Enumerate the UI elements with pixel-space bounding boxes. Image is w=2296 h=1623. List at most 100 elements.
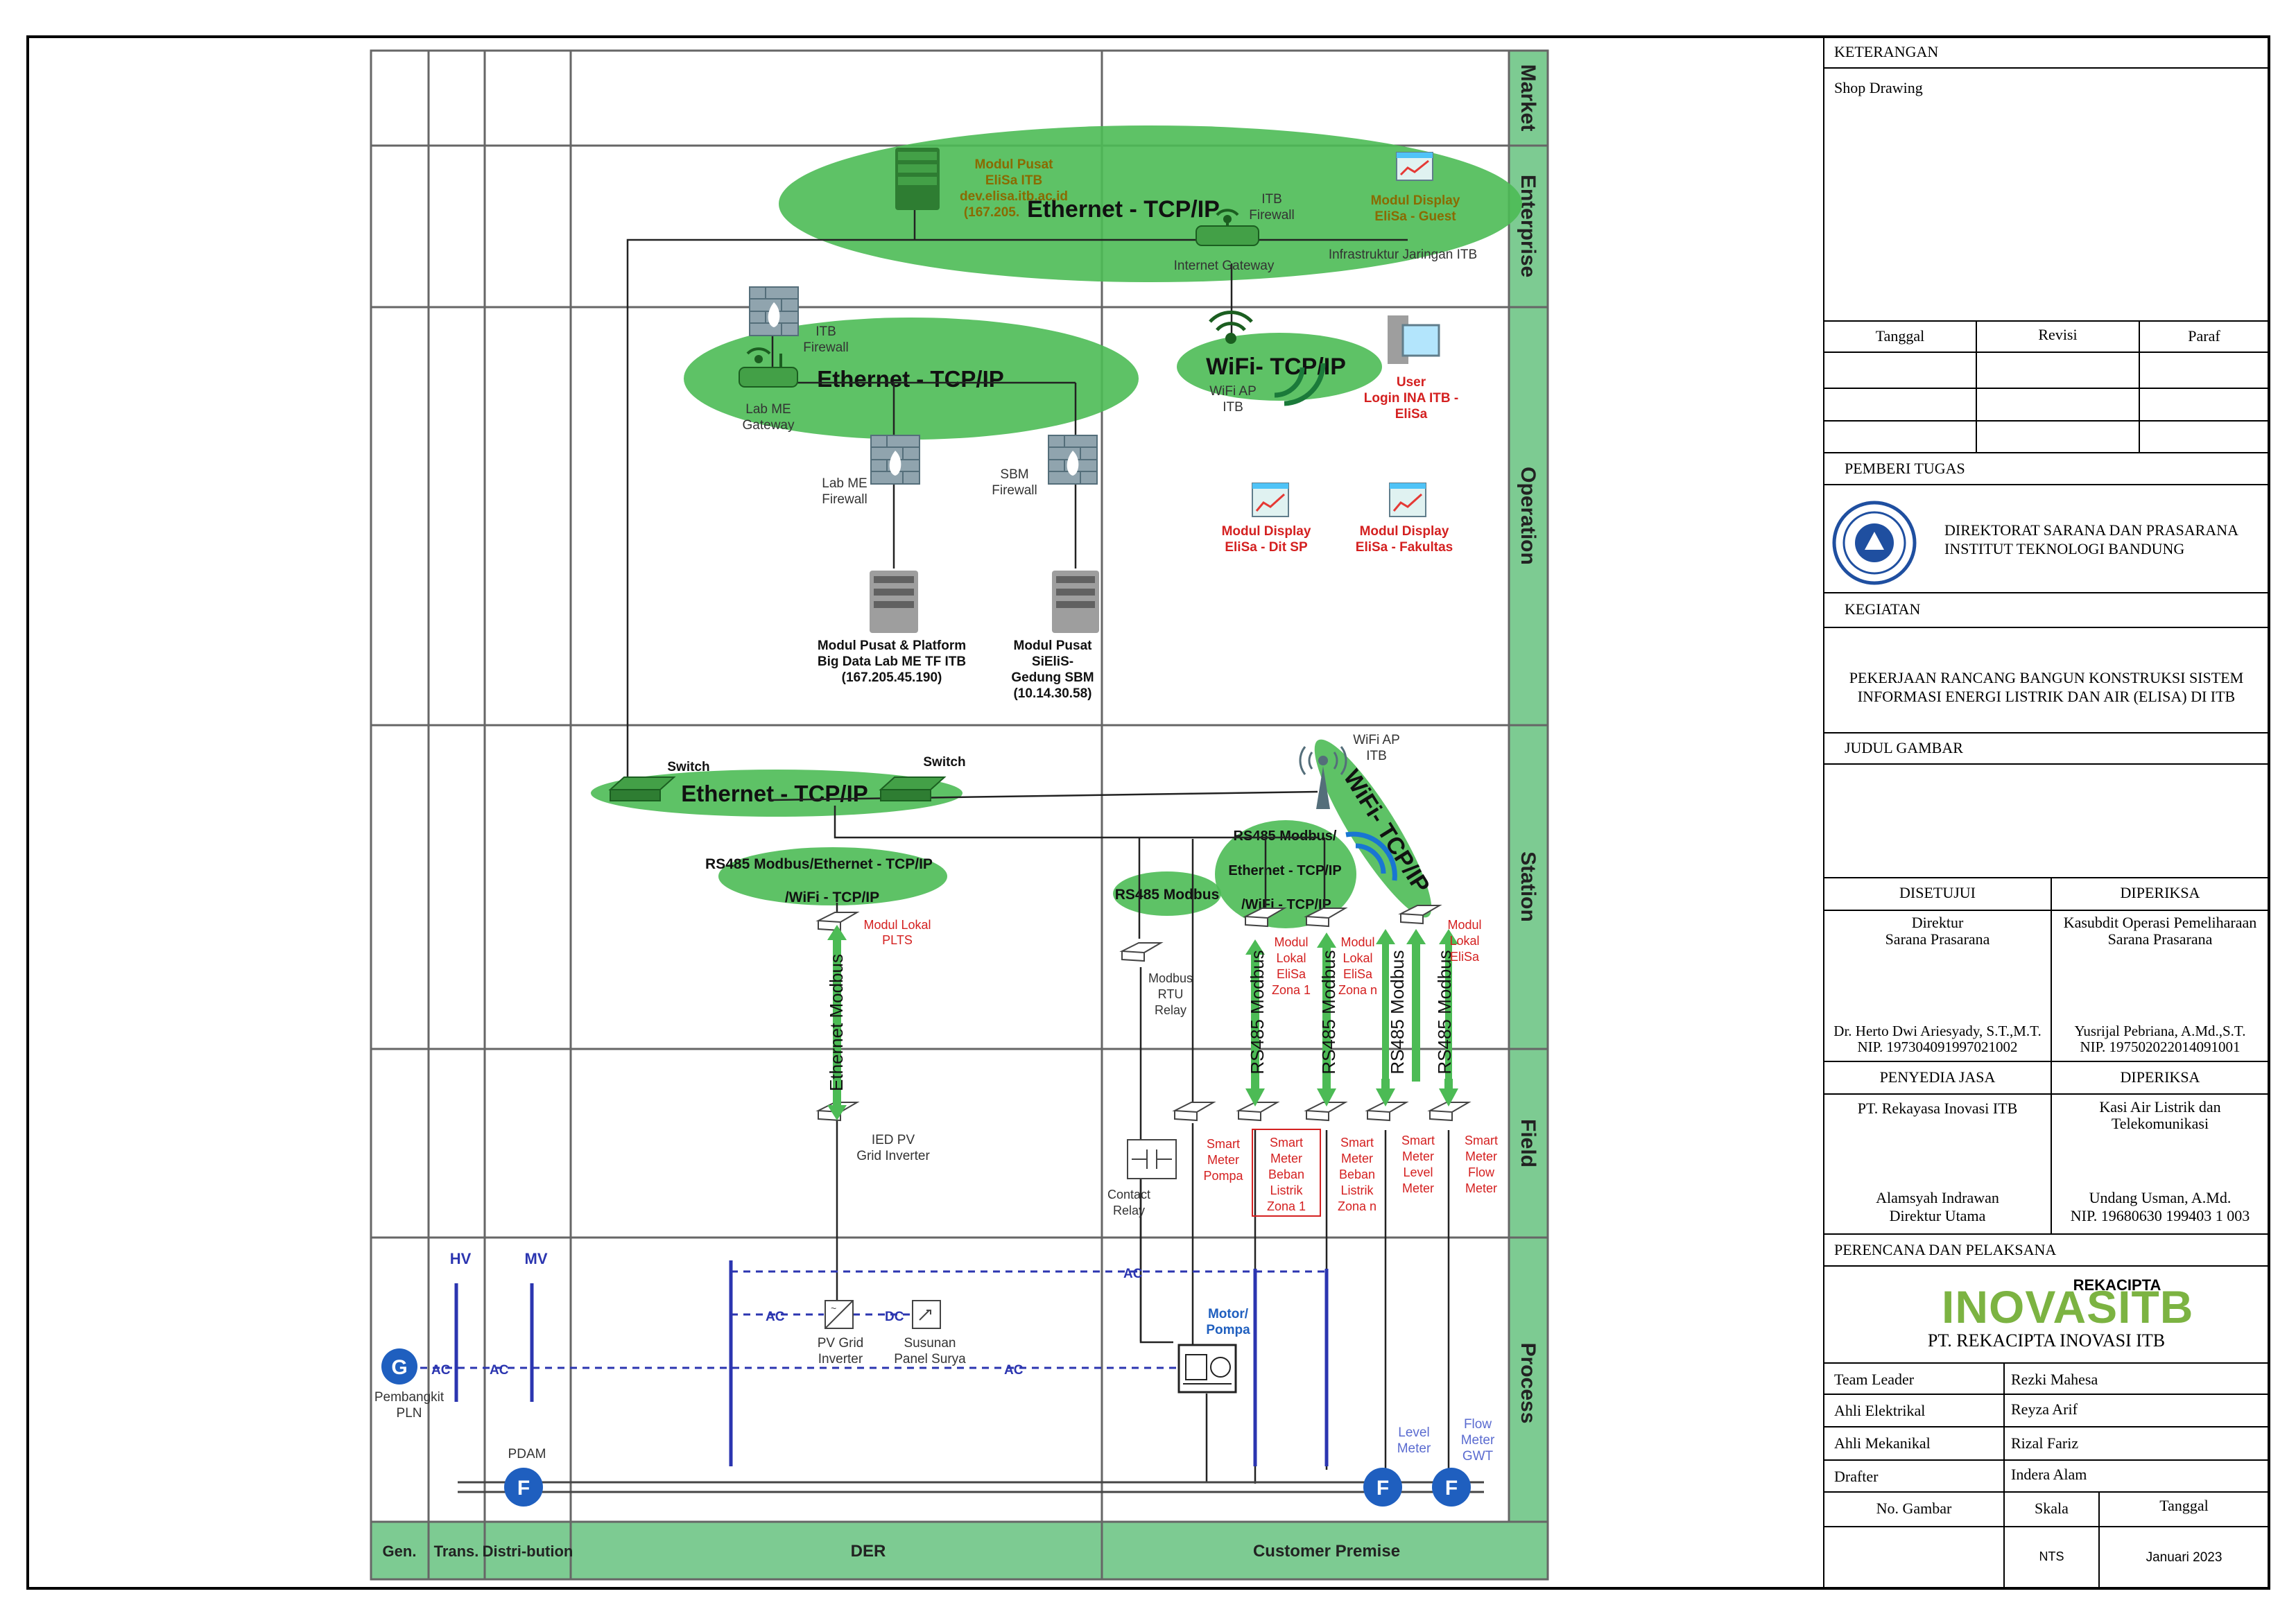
lokal-zn-label-2: Lokal: [1343, 951, 1372, 965]
modbus-rtu-label-1: Modbus: [1148, 971, 1193, 985]
level-meter-label-1: Level: [1398, 1425, 1429, 1440]
keterangan-heading: KETERANGAN: [1834, 43, 1939, 60]
solar-panel-label-2: Panel Surya: [894, 1352, 966, 1366]
itb-firewall-operation-1: ITB: [815, 324, 836, 339]
contact-relay-label-1: Contact: [1107, 1188, 1150, 1201]
zone-station-label: Station: [1517, 851, 1539, 922]
pembangkit-label-2: PLN: [397, 1406, 422, 1421]
contact-relay-icon: [1127, 1139, 1177, 1179]
smart-meter-icon: [1427, 1102, 1471, 1122]
flow-gwt-label-2: Meter: [1461, 1433, 1495, 1448]
team-leader-label: Team Leader: [1834, 1371, 1915, 1388]
customer-rs485-label-2: Ethernet - TCP/IP: [1228, 863, 1341, 878]
hv-label: HV: [450, 1250, 472, 1267]
logo-top-text: REKACIPTA: [2073, 1276, 2161, 1294]
mv-label: MV: [525, 1250, 548, 1267]
perencana-heading: PERENCANA DAN PELAKSANA: [1834, 1241, 2057, 1258]
paraf-header: Paraf: [2188, 327, 2220, 345]
lokal-z1-label-4: Zona 1: [1272, 983, 1311, 997]
svg-text:~: ~: [831, 1303, 836, 1314]
user-label-3: EliSa: [1395, 407, 1428, 422]
display-fakultas-label-2: EliSa - Fakultas: [1356, 540, 1453, 555]
firewall-icon: [1048, 435, 1098, 485]
bigdata-label-3: (167.205.45.190): [842, 670, 942, 685]
zone-market-label: Market: [1517, 64, 1539, 132]
kegiatan-line-1: PEKERJAAN RANCANG BANGUN KONSTRUKSI SIST…: [1849, 669, 2244, 686]
modul-pusat-label-3: dev.elisa.itb.ac.id: [960, 189, 1068, 204]
sm-zn-label-5: Zona n: [1338, 1199, 1376, 1213]
local-module-icon: [1398, 905, 1442, 925]
display-ditsp-label-1: Modul Display: [1222, 524, 1311, 539]
skala-value: NTS: [2039, 1550, 2064, 1563]
smart-meter-icon: [1172, 1102, 1216, 1122]
sm-level-label-3: Level: [1403, 1165, 1433, 1179]
pv-inverter-icon: ~: [825, 1300, 854, 1329]
lokal-elisa-label-2: Lokal: [1449, 934, 1479, 948]
lokal-elisa-label-1: Modul: [1447, 918, 1481, 932]
diperiksa-heading-2: DIPERIKSA: [2120, 1068, 2200, 1086]
owner-line-1: DIREKTORAT SARANA DAN PRASARANA: [1944, 521, 2238, 539]
wifi-ap-icon: [1209, 311, 1253, 344]
der-rs485-cloud: [718, 847, 947, 905]
company-name: PT. REKACIPTA INOVASI ITB: [1927, 1330, 2166, 1351]
ethernet-modbus-label: Ethernet Modbus: [826, 954, 847, 1091]
pv-inverter-label-1: PV Grid: [818, 1336, 864, 1351]
customer-rs485-label-1: RS485 Modbus/: [1234, 828, 1337, 844]
wifi-ap-operation-label-2: ITB: [1223, 400, 1243, 415]
sielis-label-2: SiEliS-: [1032, 654, 1073, 669]
sm-level-label-4: Meter: [1402, 1181, 1434, 1195]
sm-z1-label-4: Listrik: [1270, 1183, 1303, 1197]
sbm-firewall-label-2: Firewall: [992, 483, 1037, 498]
sm-flow-label-1: Smart: [1465, 1134, 1498, 1147]
router-icon: [739, 347, 798, 388]
title-block-frame: [1823, 36, 2270, 1589]
der-rs485-label-1: RS485 Modbus/Ethernet - TCP/IP: [705, 856, 933, 872]
provider-name: Alamsyah Indrawan: [1876, 1189, 1999, 1206]
sielis-label-1: Modul Pusat: [1014, 639, 1093, 653]
no-gambar-header: No. Gambar: [1876, 1500, 1952, 1517]
bigdata-label-2: Big Data Lab ME TF ITB: [818, 654, 966, 669]
domain-distribution-label: Distri-bution: [483, 1543, 573, 1560]
lokal-z1-label-2: Lokal: [1276, 951, 1306, 965]
sm-z1-label-3: Beban: [1268, 1168, 1304, 1181]
lab-me-gateway-label-1: Lab ME: [745, 402, 791, 417]
contact-relay-label-2: Relay: [1113, 1204, 1145, 1217]
wifi-ap-operation-label-1: WiFi AP: [1209, 384, 1257, 399]
switch-label-1: Switch: [667, 760, 709, 774]
checker-name-1: Yusrijal Pebriana, A.Md.,S.T.: [2074, 1023, 2246, 1039]
generator-icon: G: [381, 1348, 417, 1385]
kegiatan-line-2: INFORMASI ENERGI LISTRIK DAN AIR (ELISA)…: [1857, 688, 2236, 705]
penyedia-name: PT. Rekayasa Inovasi ITB: [1857, 1100, 2018, 1117]
station-ethernet-label: Ethernet - TCP/IP: [681, 781, 868, 806]
domain-trans-label: Trans.: [434, 1543, 479, 1560]
smart-meter-icon: [1365, 1102, 1409, 1122]
wifi-wave-icon: [1345, 831, 1397, 881]
local-module-icon: [815, 912, 860, 932]
sm-zn-label-2: Meter: [1341, 1152, 1373, 1165]
internet-gateway-label: Internet Gateway: [1174, 259, 1275, 273]
motor-pump-label-2: Pompa: [1206, 1323, 1250, 1337]
sm-flow-label-2: Meter: [1465, 1149, 1497, 1163]
domain-customer-label: Customer Premise: [1253, 1542, 1400, 1561]
kegiatan-heading: KEGIATAN: [1845, 600, 1921, 618]
ac-label-3: AC: [1004, 1363, 1024, 1378]
lokal-z1-label-3: EliSa: [1277, 967, 1306, 981]
wifi-wave-icon: [1274, 363, 1326, 406]
itb-firewall-enterprise-1: ITB: [1261, 192, 1282, 207]
sm-flow-label-4: Meter: [1465, 1181, 1497, 1195]
flow-meter-gwt-icon: F: [1432, 1468, 1471, 1507]
sm-zn-label-3: Beban: [1339, 1168, 1375, 1181]
shop-drawing-text: Shop Drawing: [1834, 79, 1923, 96]
tanggal-header-2: Tanggal: [2159, 1497, 2209, 1514]
process-buses: [420, 1260, 1484, 1493]
checker-nip-1: NIP. 197502022014091001: [2080, 1039, 2241, 1055]
kasubdit-line-1: Kasubdit Operasi Pemeliharaan: [2063, 914, 2257, 931]
level-meter-letter: F: [1376, 1477, 1389, 1500]
pdam-label: PDAM: [508, 1447, 546, 1461]
diperiksa-heading-1: DIPERIKSA: [2120, 884, 2200, 901]
display-ditsp-label-2: EliSa - Dit SP: [1225, 540, 1308, 555]
smart-meter-icon: [1236, 1102, 1280, 1122]
domain-der-label: DER: [851, 1542, 886, 1561]
sm-pompa-label-2: Meter: [1207, 1153, 1239, 1167]
